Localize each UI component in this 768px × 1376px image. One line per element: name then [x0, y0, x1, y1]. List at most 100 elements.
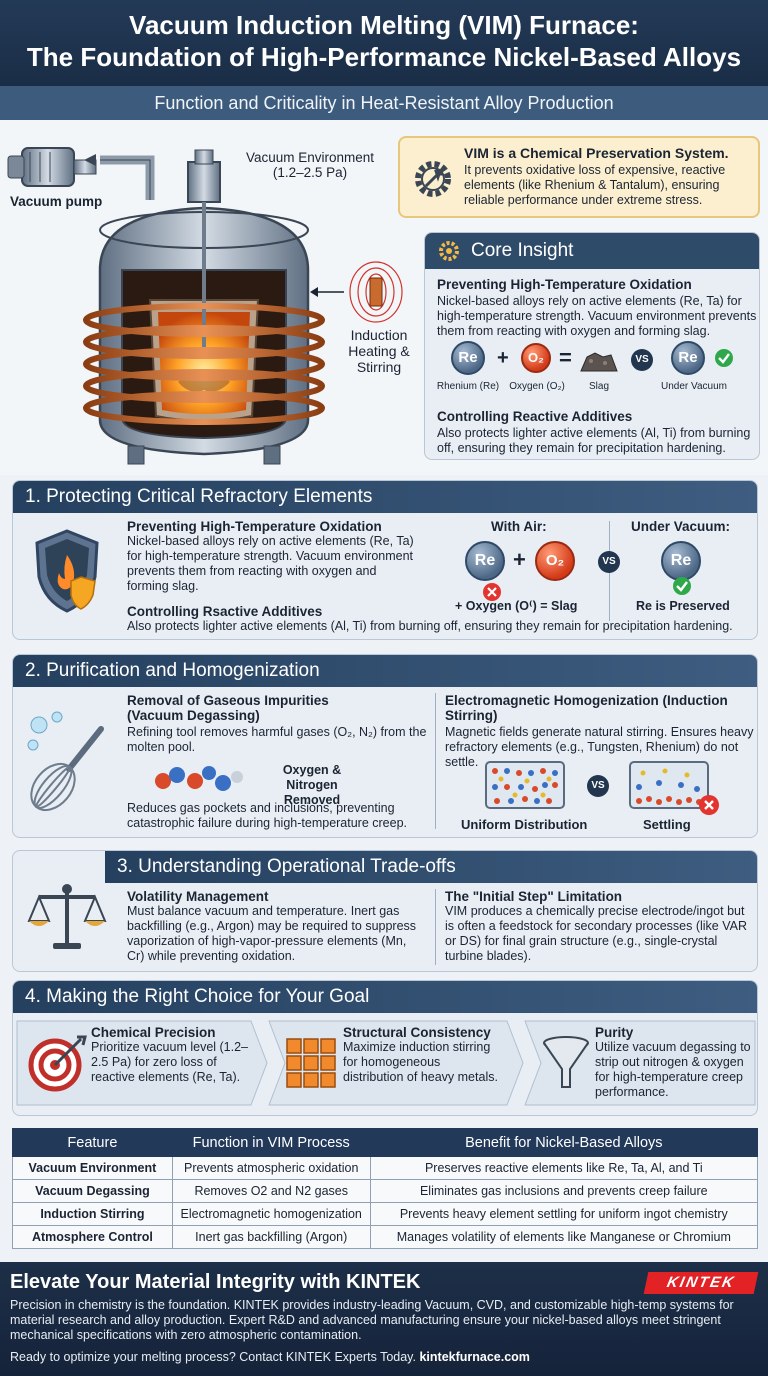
vacuum-env-line2: (1.2–2.5 Pa) [272, 165, 348, 180]
section-purification: 2. Purification and Homogenization Remov… [12, 654, 758, 838]
table-header: Benefit for Nickel-Based Alloys [369, 1128, 759, 1157]
s3-heading-volatility: Volatility Management [127, 889, 269, 904]
core-insight-panel: Core Insight Preventing High-Temperature… [424, 232, 760, 460]
s1-heading-oxidation: Preventing High-Temperature Oxidation [127, 519, 382, 534]
header: Vacuum Induction Melting (VIM) Furnace: … [0, 0, 768, 86]
table-cell: Vacuum Environment [12, 1156, 173, 1180]
callout-title: VIM is a Chemical Preservation System. [464, 145, 729, 161]
core-text-additives: Also protects lighter active elements (A… [437, 426, 751, 455]
s2-text-stirring: Magnetic fields generate natural stirrin… [445, 725, 754, 769]
s2-divider [435, 693, 436, 829]
table-header-row: Feature Function in VIM Process Benefit … [12, 1128, 759, 1157]
s2-text-degassing: Refining tool removes harmful gases (O₂,… [127, 725, 427, 754]
s1-rhenium-atom: Re [465, 541, 505, 581]
preservation-callout: VIM is a Chemical Preservation System. I… [398, 136, 760, 218]
choice3-title: Purity [595, 1025, 634, 1040]
under-vacuum-label: Under Vacuum: [631, 519, 731, 534]
s2-heading-degassing-line2: (Vacuum Degassing) [127, 708, 260, 723]
table-header: Feature [12, 1128, 173, 1157]
table-row: Induction Stirring Electromagnetic homog… [12, 1202, 759, 1226]
induction-line3: Stirring [356, 359, 402, 375]
s2-heading-degassing-line1: Removal of Gaseous Impurities [127, 693, 329, 708]
s2-vs-badge: VS [587, 775, 609, 797]
equals-sign: = [559, 345, 572, 370]
check-icon [673, 577, 691, 595]
with-air-label: With Air: [491, 519, 547, 534]
choice2-title: Structural Consistency [343, 1025, 491, 1040]
footer-body: Precision in chemistry is the foundation… [10, 1298, 734, 1342]
core-heading-oxidation: Preventing High-Temperature Oxidation [437, 277, 692, 292]
table-cell: Prevents atmospheric oxidation [171, 1156, 371, 1180]
s2-heading-stirring-line1: Electromagnetic Homogenization (Inductio… [445, 693, 728, 708]
s3-text-volatility: Must balance vacuum and temperature. Ine… [127, 904, 417, 963]
section3-title: 3. Understanding Operational Trade-offs [105, 851, 757, 883]
shield-fire-icon [35, 529, 99, 613]
s3-divider [435, 889, 436, 965]
uniform-distribution-icon [485, 761, 565, 809]
choice1-body: Prioritize vacuum level (1.2–2.5 Pa) for… [91, 1040, 249, 1084]
core-insight-header: Core Insight [425, 233, 759, 269]
gas-removed-line1: Oxygen & Nitrogen [282, 763, 342, 792]
core-heading-additives: Controlling Reactive Additives [437, 409, 633, 424]
balance-scale-icon [27, 884, 107, 949]
s3-text-initial-step: VIM produces a chemically precise electr… [445, 904, 747, 963]
table-cell: Inert gas backfilling (Argon) [171, 1225, 371, 1249]
s1-oxygen-atom: O₂ [535, 541, 575, 581]
gas-removed-line2: Removed [283, 793, 341, 807]
table-row: Atmosphere Control Inert gas backfilling… [12, 1225, 759, 1249]
s1-rhenium-preserved-atom: Re [661, 541, 701, 581]
gas-removed-label: Oxygen & Nitrogen Removed [257, 763, 367, 808]
choice2-body: Maximize induction stirring for homogene… [343, 1040, 498, 1084]
footer-cta: Ready to optimize your melting process? … [10, 1350, 530, 1364]
s2-heading-stirring: Electromagnetic Homogenization (Inductio… [445, 693, 728, 723]
section-protecting-elements: 1. Protecting Critical Refractory Elemen… [12, 480, 758, 640]
section-right-choice: 4. Making the Right Choice for Your Goal… [12, 980, 758, 1116]
page-subtitle: Function and Criticality in Heat-Resista… [0, 86, 768, 120]
page-title-line2: The Foundation of High-Performance Nicke… [26, 42, 742, 72]
funnel-icon [543, 1036, 589, 1088]
table-row: Vacuum Environment Prevents atmospheric … [12, 1156, 759, 1180]
vacuum-caption: Re is Preserved [636, 599, 730, 613]
s1-vs-badge: VS [598, 551, 620, 573]
footer-cta-text: Ready to optimize your melting process? … [10, 1350, 416, 1364]
check-icon [715, 349, 733, 367]
table-cell: Electromagnetic homogenization [171, 1202, 371, 1226]
rhenium-atom-vacuum: Re [671, 341, 705, 375]
target-icon [28, 1035, 87, 1092]
induction-line1: Induction [350, 327, 408, 343]
page-title-line1: Vacuum Induction Melting (VIM) Furnace: [129, 10, 639, 40]
label-under-vacuum: Under Vacuum [661, 381, 727, 392]
s2-heading-stirring-line2: Stirring) [445, 708, 498, 723]
section-tradeoffs: 3. Understanding Operational Trade-offs … [12, 850, 758, 972]
core-text-oxidation: Nickel-based alloys rely on active eleme… [437, 294, 757, 338]
oxygen-atom: O₂ [521, 343, 551, 373]
slag-icon [580, 352, 618, 372]
table-cell: Induction Stirring [12, 1202, 173, 1226]
settling-icon [629, 761, 709, 809]
air-caption: + Oxygen (O⁽) = Slag [455, 599, 578, 613]
label-oxygen: Oxygen (O₂) [509, 381, 565, 392]
gas-molecules-icon [155, 766, 243, 791]
gear-icon [439, 241, 459, 261]
feature-table: Feature Function in VIM Process Benefit … [12, 1128, 759, 1249]
vacuum-env-label: Vacuum Environment (1.2–2.5 Pa) [240, 150, 380, 180]
table-cell: Atmosphere Control [12, 1225, 173, 1249]
s1-plus-sign: + [513, 547, 526, 572]
website-link[interactable]: kintekfurnace.com [419, 1350, 530, 1364]
choice3-body: Utilize vacuum degassing to strip out ni… [595, 1040, 751, 1099]
table-cell: Eliminates gas inclusions and prevents c… [369, 1179, 759, 1203]
section2-title: 2. Purification and Homogenization [13, 655, 757, 687]
s1-heading-additives: Controlling Rsactive Additives [127, 604, 323, 619]
rhenium-atom: Re [451, 341, 485, 375]
plus-sign: + [497, 347, 509, 369]
s2-heading-degassing: Removal of Gaseous Impurities (Vacuum De… [127, 693, 329, 723]
table-header: Function in VIM Process [171, 1128, 371, 1157]
table-cell: Preserves reactive elements like Re, Ta,… [369, 1156, 759, 1180]
table-cell: Prevents heavy element settling for unif… [369, 1202, 759, 1226]
gear-wrench-icon [415, 161, 451, 197]
footer: Elevate Your Material Integrity with KIN… [0, 1262, 768, 1376]
table-cell: Manages volatility of elements like Mang… [369, 1225, 759, 1249]
core-insight-title: Core Insight [471, 240, 574, 261]
footer-title: Elevate Your Material Integrity with KIN… [10, 1271, 421, 1293]
induction-label: Induction Heating & Stirring [338, 327, 420, 375]
